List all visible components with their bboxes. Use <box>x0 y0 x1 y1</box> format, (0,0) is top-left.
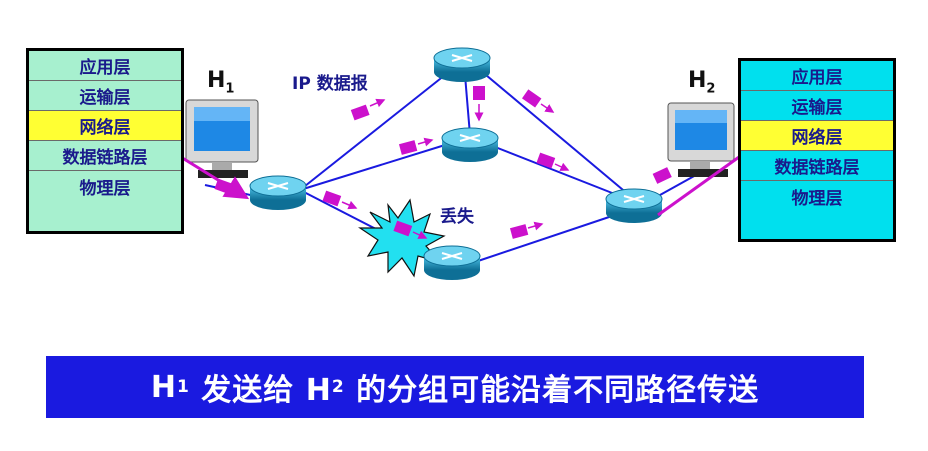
host-label-sub: 1 <box>225 81 235 97</box>
protocol-stack-h2: 应用层 运输层 网络层 数据链路层 物理层 <box>738 58 896 242</box>
layer-network: 网络层 <box>741 121 893 151</box>
motion-arrow <box>554 162 570 171</box>
caption-part: H <box>150 369 177 405</box>
motion-arrow <box>369 98 386 108</box>
layer-application: 应用层 <box>29 51 181 81</box>
layer-data-link: 数据链路层 <box>29 141 181 171</box>
link-r1-rtop <box>299 74 446 191</box>
host-label-h2: H2 <box>688 68 715 96</box>
router-r5-icon <box>605 188 663 223</box>
computer-h2-icon <box>667 102 735 177</box>
motion-arrow <box>412 230 428 239</box>
packet <box>350 104 370 121</box>
caption-part: 发送给 H <box>189 373 332 408</box>
packet <box>398 140 418 155</box>
datagram-label: IP 数据报 <box>292 74 368 94</box>
motion-arrow <box>341 200 358 210</box>
packet <box>322 190 342 207</box>
packet <box>652 167 672 184</box>
caption-sub: 1 <box>176 377 190 397</box>
packet <box>214 178 234 195</box>
caption-part: 的分组可能沿着不同路径传送 <box>344 373 760 408</box>
router-mid-icon <box>441 127 499 162</box>
motion-arrow <box>527 221 544 231</box>
link-rmid-r5 <box>489 144 631 201</box>
link-r1-rmid <box>299 144 446 191</box>
packet <box>536 152 556 169</box>
layer-physical: 物理层 <box>79 178 131 199</box>
motion-arrow <box>232 187 247 197</box>
link-rbot-r5 <box>474 209 631 263</box>
computer-h1-icon <box>185 99 259 178</box>
motion-arrow <box>540 103 555 113</box>
layer-network: 网络层 <box>29 111 181 141</box>
packet <box>522 89 542 108</box>
router-top-icon <box>433 47 491 82</box>
layer-transport: 运输层 <box>29 81 181 111</box>
explosion-icon <box>358 198 446 278</box>
host-label-text: H <box>207 68 226 93</box>
host-label-text: H <box>688 68 707 93</box>
packet <box>473 86 485 100</box>
router-bot-icon <box>423 245 481 280</box>
protocol-stack-h1: 应用层 运输层 网络层 数据链路层 物理层 <box>26 48 184 234</box>
layer-application: 应用层 <box>741 61 893 91</box>
motion-arrow <box>417 137 434 147</box>
host-label-h1: H1 <box>207 68 234 96</box>
link-rtop-rmid <box>464 74 471 136</box>
packets <box>214 86 672 239</box>
lost-label: 丢失 <box>440 207 474 227</box>
router-r1-icon <box>249 175 307 210</box>
layer-data-link: 数据链路层 <box>741 151 893 181</box>
links <box>204 69 706 263</box>
link-rtop-r5 <box>479 69 636 201</box>
packet <box>393 220 413 237</box>
layer-transport: 运输层 <box>741 91 893 121</box>
caption-sub: 2 <box>331 377 345 397</box>
host-label-sub: 2 <box>706 81 716 97</box>
layer-physical: 物理层 <box>791 188 843 209</box>
packet <box>509 224 529 239</box>
packet-motion-arrows <box>232 98 570 239</box>
